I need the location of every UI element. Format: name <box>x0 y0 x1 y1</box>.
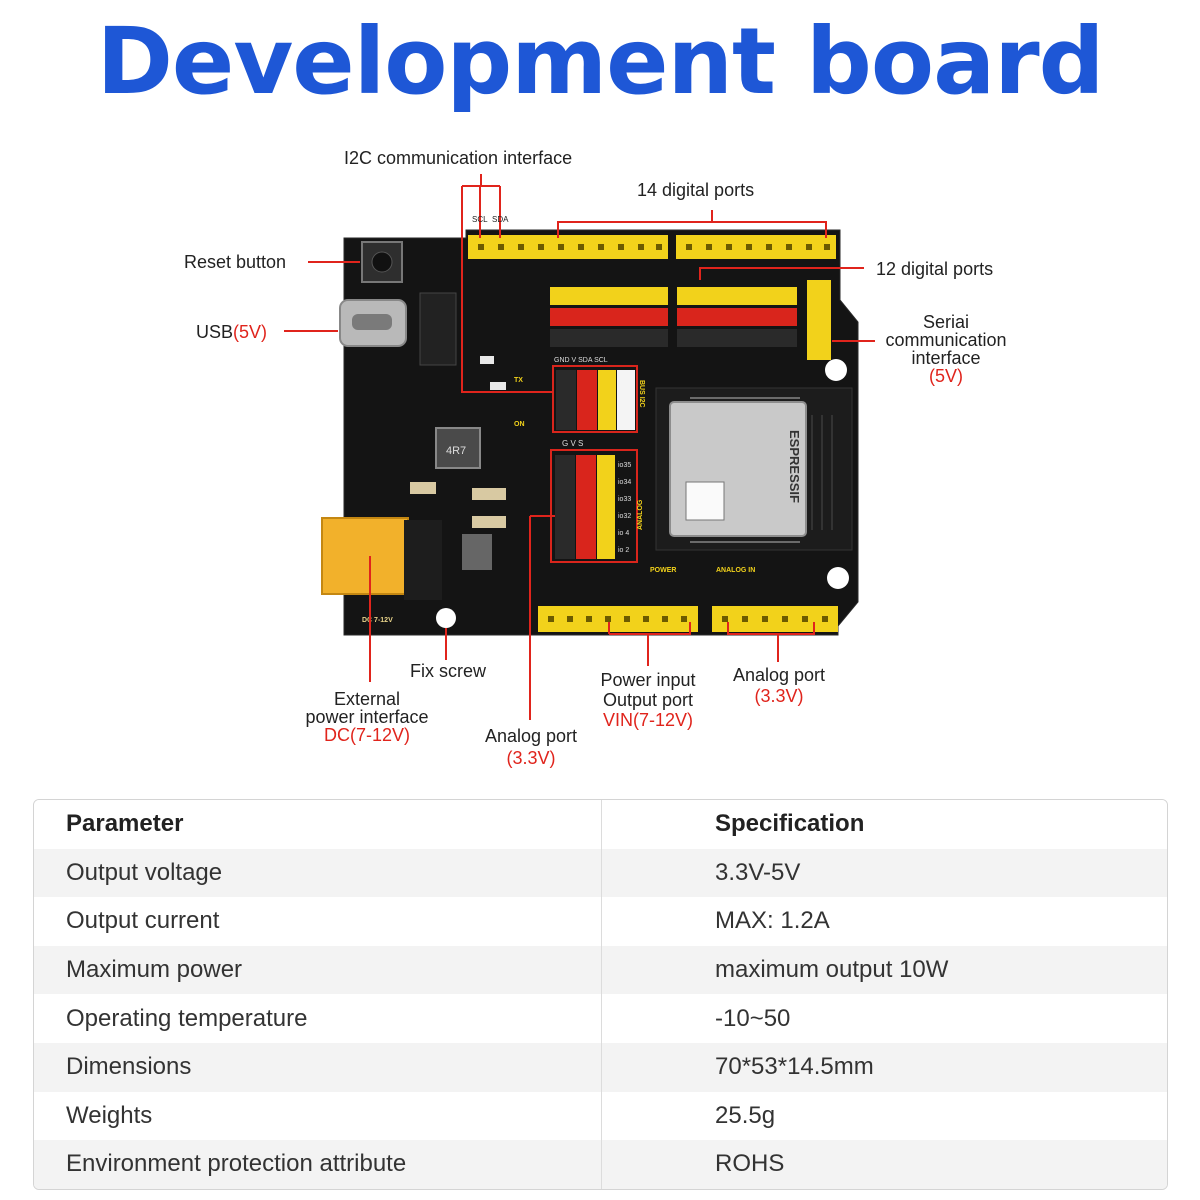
analog-right-volt: (3.3V) <box>754 686 803 706</box>
analog-pin-0: io35 <box>618 462 631 469</box>
table-row: Output voltage 3.3V-5V <box>34 848 1167 898</box>
external-volt: DC(7-12V) <box>324 725 410 745</box>
parameter-cell: Weights <box>34 1091 602 1141</box>
table-row: Operating temperature -10~50 <box>34 994 1167 1043</box>
power-callout-2: Output port <box>603 690 693 710</box>
analog-pin-1: io34 <box>618 479 631 486</box>
serial-header <box>807 280 831 360</box>
serial-volt: (5V) <box>929 366 963 386</box>
antenna-trace <box>811 415 833 530</box>
power-header-label: POWER <box>650 567 676 574</box>
i2c-bus-frame <box>552 365 638 433</box>
specification-cell: -10~50 <box>715 1004 791 1032</box>
analog-pin-4: io 4 <box>618 530 629 537</box>
analog-pin-3: io32 <box>618 513 631 520</box>
table-row: Dimensions 70*53*14.5mm <box>34 1042 1167 1092</box>
table-row: Environment protection attribute ROHS <box>34 1140 1167 1189</box>
inductor-label: 4R7 <box>446 445 466 457</box>
dc-silk: DC 7-12V <box>362 617 393 624</box>
analog-in-header-label: ANALOG IN <box>716 567 755 574</box>
analog-left-volt: (3.3V) <box>506 748 555 768</box>
dc-jack <box>321 517 409 595</box>
tx-label: TX <box>514 377 523 384</box>
parameter-cell: Operating temperature <box>34 994 602 1043</box>
on-label: ON <box>514 421 525 428</box>
specification-cell: MAX: 1.2A <box>715 907 830 935</box>
table-row: Maximum power maximum output 10W <box>34 945 1167 995</box>
analog-pin-2: io33 <box>618 496 631 503</box>
serial-callout-1: Seriai <box>923 312 969 332</box>
power-callout-1: Power input <box>600 670 695 690</box>
spec-table: Parameter Specification Output voltage 3… <box>33 799 1168 1190</box>
analog-in-header <box>712 606 838 632</box>
analog-pin-5: io 2 <box>618 547 629 554</box>
usb-text: USB <box>196 322 233 342</box>
specification-cell: 3.3V-5V <box>715 858 801 886</box>
usb-callout: USB(5V) <box>196 322 267 342</box>
table-header-row: Parameter Specification <box>34 800 1167 849</box>
power-volt: VIN(7-12V) <box>603 710 693 730</box>
digital-pins-left <box>550 287 668 347</box>
analog-left-callout: Analog port <box>485 726 577 746</box>
header-parameter: Parameter <box>34 800 602 849</box>
table-row: Weights 25.5g <box>34 1091 1167 1141</box>
serial-callout-2: communication <box>885 330 1006 350</box>
parameter-cell: Output voltage <box>34 848 602 898</box>
i2c-pin-labels: GND V SDA SCL <box>554 357 608 364</box>
mounting-hole <box>825 359 847 381</box>
chip <box>419 292 457 366</box>
analog-side-label: ANALOG <box>637 499 644 530</box>
specification-cell: maximum output 10W <box>715 956 949 984</box>
inductor <box>435 427 481 469</box>
scl-label: SCL <box>472 215 488 224</box>
parameter-cell: Maximum power <box>34 945 602 995</box>
parameter-cell: Environment protection attribute <box>34 1140 602 1189</box>
power-header <box>538 606 698 632</box>
external-callout-2: power interface <box>305 707 428 727</box>
specification-cell: 25.5g <box>715 1101 776 1129</box>
parameter-cell: Output current <box>34 897 602 946</box>
mounting-hole <box>827 567 849 589</box>
serial-callout-3: interface <box>911 348 980 368</box>
fix-screw-callout: Fix screw <box>410 661 487 681</box>
analog-frame <box>550 449 638 563</box>
header-specification: Specification <box>715 810 865 838</box>
digital12-callout: 12 digital ports <box>876 259 993 279</box>
analog-gvs: G V S <box>562 439 583 448</box>
usb-volt: (5V) <box>233 322 267 342</box>
specification-cell: 70*53*14.5mm <box>715 1053 874 1081</box>
table-row: Output current MAX: 1.2A <box>34 897 1167 946</box>
parameter-cell: Dimensions <box>34 1042 602 1092</box>
specification-cell: ROHS <box>715 1150 785 1178</box>
reset-callout: Reset button <box>184 252 286 272</box>
i2c-callout: I2C communication interface <box>344 148 572 168</box>
sda-label: SDA <box>492 215 509 224</box>
digital14-callout: 14 digital ports <box>637 180 754 200</box>
digital-pins-right <box>677 287 797 347</box>
page-title: Development board <box>96 8 1105 115</box>
analog-right-callout: Analog port <box>733 665 825 685</box>
board-diagram: 4R7 TX ON DC 7-12V GND V SDA SCL BUS I2C… <box>184 148 1007 768</box>
bus-i2c-label: BUS I2C <box>638 380 645 408</box>
module-brand: ESPRESSIF <box>787 430 802 503</box>
external-callout-1: External <box>334 689 400 709</box>
fix-screw-hole <box>436 608 456 628</box>
